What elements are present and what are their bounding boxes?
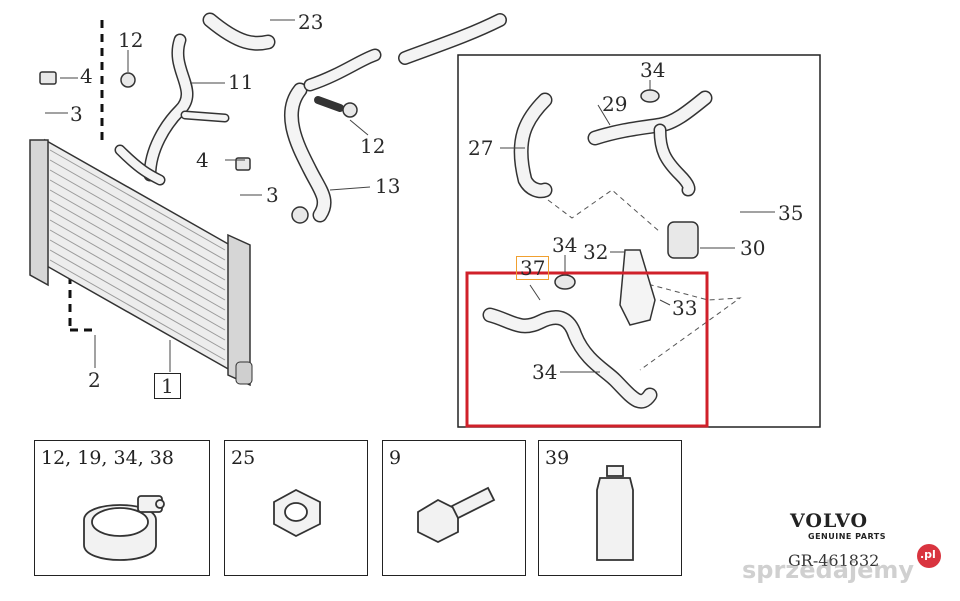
callout-34-mid: 34 bbox=[552, 233, 578, 257]
upper-hoses bbox=[114, 12, 507, 223]
leader-lines bbox=[45, 19, 775, 373]
callout-11: 11 bbox=[228, 70, 254, 94]
callout-2: 2 bbox=[88, 368, 101, 392]
bracket-32 bbox=[619, 249, 656, 326]
callout-23: 23 bbox=[298, 10, 324, 34]
watermark-badge: .pl bbox=[917, 544, 941, 568]
watermark-badge-text: .pl bbox=[920, 548, 936, 561]
inset-nut: 25 bbox=[224, 440, 368, 576]
callout-34-top: 34 bbox=[640, 58, 666, 82]
thin-dashed-guides bbox=[547, 189, 742, 371]
callout-3-top: 3 bbox=[70, 102, 83, 126]
callout-1: 1 bbox=[154, 373, 181, 399]
callout-4-mid: 4 bbox=[196, 148, 209, 172]
callout-29: 29 bbox=[602, 92, 628, 116]
watermark-text: sprzedajemy bbox=[742, 556, 915, 584]
dashed-guides bbox=[68, 20, 104, 332]
inset-bolt-label: 9 bbox=[389, 447, 402, 469]
inset-nut-label: 25 bbox=[231, 447, 256, 469]
brand-name: VOLVO bbox=[790, 510, 869, 532]
radiator bbox=[29, 138, 253, 387]
callout-37: 37 bbox=[516, 256, 550, 280]
callout-27: 27 bbox=[468, 136, 494, 160]
callout-35: 35 bbox=[778, 201, 804, 225]
diagram-ref: GR-461832 bbox=[788, 551, 880, 570]
callout-12-mid: 12 bbox=[360, 134, 386, 158]
brand-tagline: GENUINE PARTS bbox=[808, 532, 886, 541]
callout-33: 33 bbox=[672, 296, 698, 320]
frame-hoses bbox=[482, 90, 713, 409]
inset-clamp: 12, 19, 34, 38 bbox=[34, 440, 210, 576]
callout-3-mid: 3 bbox=[266, 183, 279, 207]
detail-frame bbox=[457, 54, 821, 428]
inset-clamp-label: 12, 19, 34, 38 bbox=[41, 447, 174, 469]
inset-bolt: 9 bbox=[382, 440, 526, 576]
callout-13: 13 bbox=[375, 174, 401, 198]
callout-12-top: 12 bbox=[118, 28, 144, 52]
callout-30: 30 bbox=[740, 236, 766, 260]
callout-32: 32 bbox=[583, 240, 609, 264]
callout-4-top: 4 bbox=[80, 64, 93, 88]
highlight-box bbox=[465, 271, 709, 428]
inset-bottle-label: 39 bbox=[545, 447, 570, 469]
callout-34-low: 34 bbox=[532, 360, 558, 384]
inset-bottle: 39 bbox=[538, 440, 682, 576]
small-parts bbox=[39, 71, 699, 290]
